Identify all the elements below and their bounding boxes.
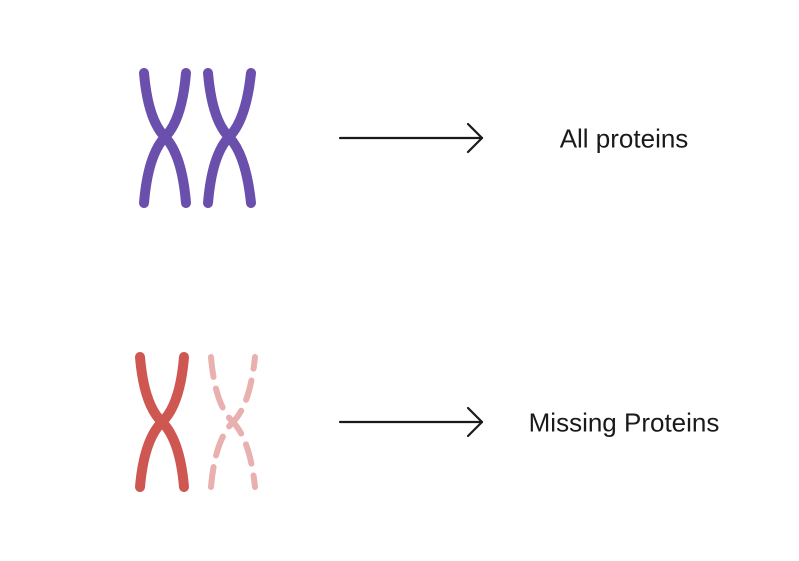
arrow-top	[338, 122, 484, 154]
label-all-proteins: All proteins	[559, 123, 689, 154]
chromosome-right	[203, 68, 256, 208]
complete-chromosome-pair	[139, 68, 256, 208]
chromosome-left	[139, 68, 191, 208]
chromosome-missing-dashed	[208, 354, 258, 490]
incomplete-chromosome-pair	[135, 352, 258, 492]
arrow-bottom	[338, 406, 484, 438]
chromosome-intact	[135, 352, 189, 492]
label-missing-proteins: Missing Proteins	[528, 407, 720, 438]
